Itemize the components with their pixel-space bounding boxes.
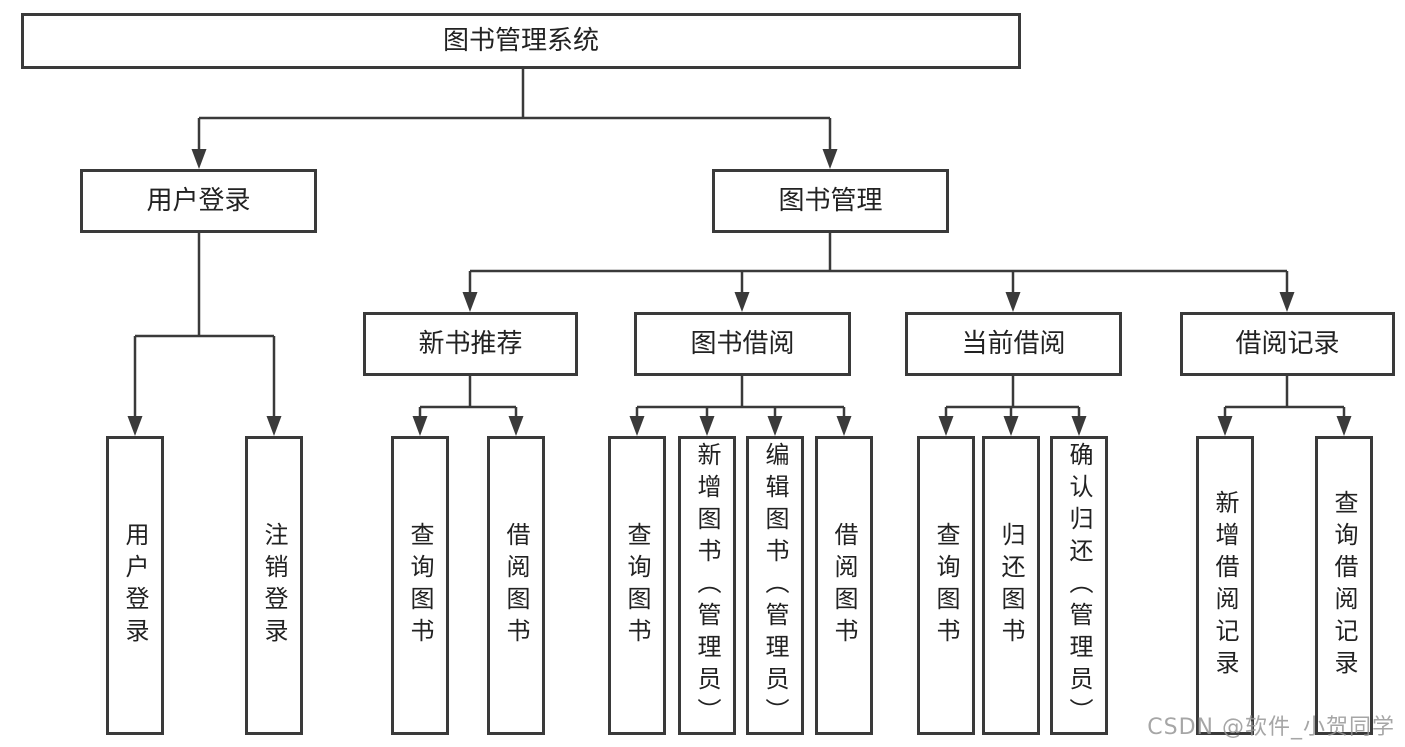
leaf-query-books-recommend: 查询图书 [391,436,449,735]
node-label: 图书借阅 [690,329,795,359]
leaf-user-login: 用户登录 [106,436,164,735]
node-label: 借阅记录 [1235,329,1340,359]
leaf-query-borrow-record: 查询借阅记录 [1315,436,1373,735]
node-book-management: 图书管理 [712,169,949,233]
node-user-login: 用户登录 [80,169,317,233]
node-label: 图书管理 [778,186,883,216]
arrow-icon [629,416,645,436]
leaf-query-books-current: 查询图书 [917,436,975,735]
leaf-borrow-books-recommend: 借阅图书 [487,436,545,735]
leaf-add-borrow-record: 新增借阅记录 [1196,436,1254,735]
arrow-icon [938,416,954,436]
connector-borrowing-records-to-leaves [1223,376,1346,424]
node-book-borrowing: 图书借阅 [634,312,851,376]
connector-new-book-to-leaves [418,376,518,424]
connector-book-borrowing-to-leaves [635,376,846,424]
arrow-icon [1005,292,1021,312]
leaf-borrow-books-borrowing: 借阅图书 [815,436,873,735]
arrow-icon [127,416,143,436]
arrow-icon [836,416,852,436]
connector-book-management-to-level3 [468,233,1289,300]
watermark: CSDN @软件_小贺同学 [1147,715,1395,740]
arrow-icon [1279,292,1295,312]
node-label: 用户登录 [146,186,251,216]
node-label: 注销登录 [260,521,288,650]
node-borrowing-records: 借阅记录 [1180,312,1395,376]
arrow-icon [266,416,282,436]
leaf-query-books-borrowing: 查询图书 [608,436,666,735]
arrowheads [127,149,1352,436]
node-label: 新增借阅记录 [1211,489,1239,682]
node-label: 查询图书 [623,521,651,650]
leaf-confirm-return-admin: 确认归还（管理员） [1050,436,1108,735]
arrow-icon [191,149,207,169]
arrow-icon [699,416,715,436]
node-label: 确认归还（管理员） [1065,441,1093,730]
leaf-return-books: 归还图书 [982,436,1040,735]
node-label: 归还图书 [997,521,1025,650]
node-current-borrowing: 当前借阅 [905,312,1122,376]
leaf-add-book-admin: 新增图书（管理员） [678,436,736,735]
node-label: 新增图书（管理员） [693,441,721,730]
node-label: 查询借阅记录 [1330,489,1358,682]
connector-root-to-level2 [197,69,832,157]
arrow-icon [734,292,750,312]
arrow-icon [1003,416,1019,436]
connector-current-borrowing-to-leaves [944,376,1081,424]
leaf-edit-book-admin: 编辑图书（管理员） [746,436,804,735]
node-label: 查询图书 [406,521,434,650]
node-label: 查询图书 [932,521,960,650]
leaf-logout: 注销登录 [245,436,303,735]
node-new-book-recommendation: 新书推荐 [363,312,578,376]
arrow-icon [412,416,428,436]
arrow-icon [1336,416,1352,436]
arrow-icon [1217,416,1233,436]
node-label: 图书管理系统 [442,26,599,56]
node-library-management-system: 图书管理系统 [21,13,1021,69]
node-label: 新书推荐 [418,329,523,359]
arrow-icon [508,416,524,436]
node-label: 借阅图书 [502,521,530,650]
connector-user-login-to-leaves [133,233,276,424]
arrow-icon [1071,416,1087,436]
arrow-icon [822,149,838,169]
arrow-icon [767,416,783,436]
node-label: 用户登录 [121,521,149,650]
node-label: 编辑图书（管理员） [761,441,789,730]
arrow-icon [462,292,478,312]
node-label: 借阅图书 [830,521,858,650]
node-label: 当前借阅 [961,329,1066,359]
